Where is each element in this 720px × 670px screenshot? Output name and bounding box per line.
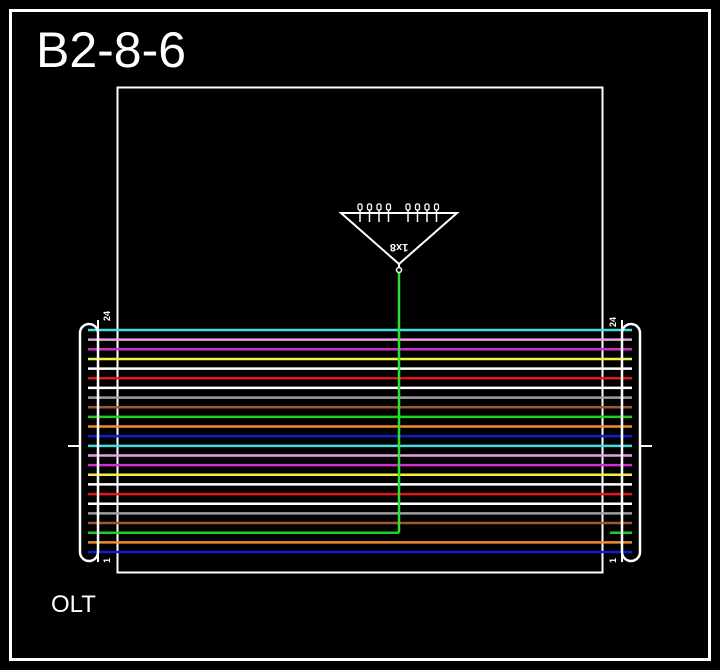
left-cable-end[interactable]: 24 1 [68,311,112,563]
splitter-port-8[interactable] [433,203,440,211]
splitter-input-node [395,266,403,274]
splitter-port-7[interactable] [424,203,430,211]
left-bottom-label: 1 [102,558,112,563]
outer-frame [9,9,711,661]
right-top-label: 24 [608,317,618,327]
fiber-lines [88,328,632,554]
splitter-port-6[interactable] [414,203,421,211]
splitter-1x8[interactable]: 1x8 [338,203,460,274]
page-title: B2-8-6 [36,22,187,78]
left-top-label: 24 [102,311,112,321]
splitter-port-5[interactable] [405,203,411,211]
right-bottom-label: 1 [608,558,618,563]
olt-label: OLT [51,591,96,618]
splitter-triangle [338,212,460,266]
splitter-port-3[interactable] [376,203,382,211]
splitter-port-2[interactable] [366,203,373,211]
right-cable-capsule [620,322,642,563]
left-cable-capsule [78,322,100,563]
right-cable-end[interactable]: 24 1 [608,317,652,563]
splitter-port-1[interactable] [357,203,363,211]
splitter-ports [357,203,440,222]
splitter-port-4[interactable] [385,203,392,211]
splitter-label: 1x8 [390,241,408,253]
